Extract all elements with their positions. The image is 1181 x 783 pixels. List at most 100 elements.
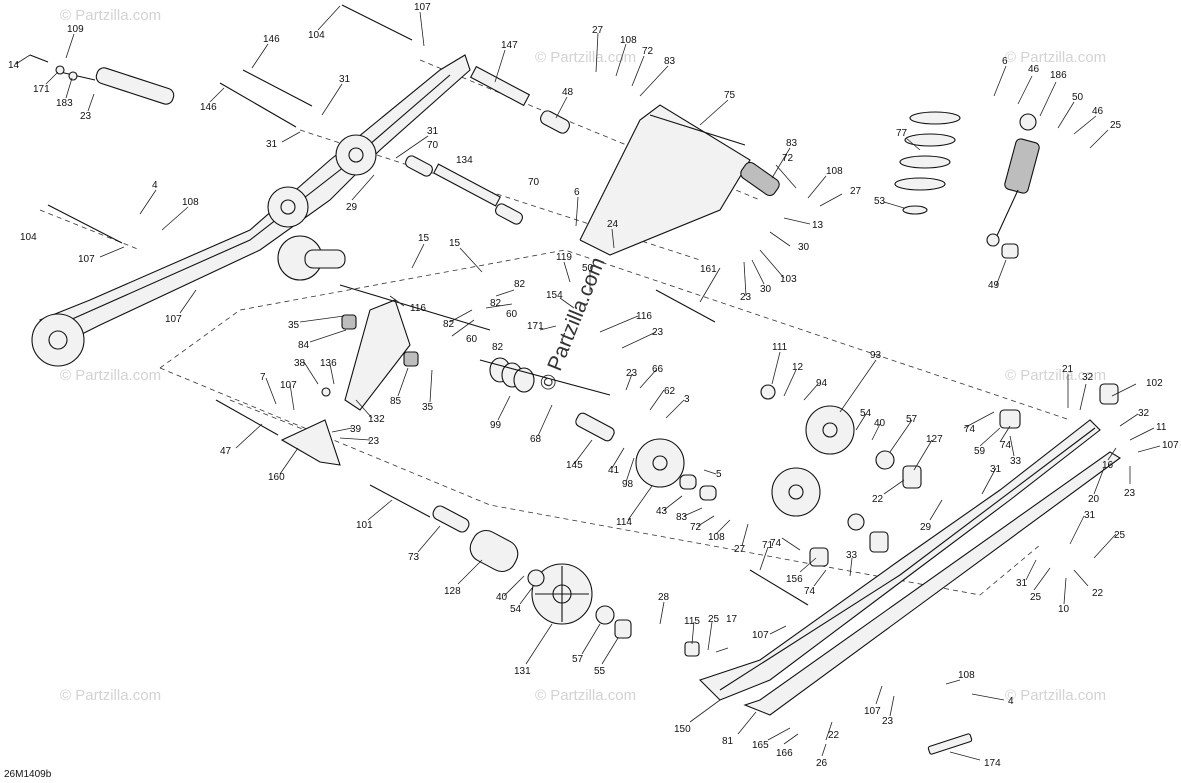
callout-41: 41 (608, 465, 620, 476)
callout-108: 108 (182, 197, 199, 208)
callout-171: 171 (33, 84, 50, 95)
callout-43: 43 (656, 506, 668, 517)
callout-107: 107 (1162, 440, 1179, 451)
callout-31: 31 (1016, 578, 1028, 589)
callout-107: 107 (78, 254, 95, 265)
callout-83: 83 (786, 138, 798, 149)
shaft-101 (369, 484, 431, 518)
callout-35: 35 (422, 402, 434, 413)
callout-116: 116 (410, 303, 426, 314)
callout-35: 35 (288, 320, 300, 331)
idler-wheel-131 (531, 563, 593, 625)
callout-107: 107 (414, 2, 431, 13)
callout-136: 136 (320, 358, 337, 369)
callout-labels: 109 14 171 183 23 107 104 146 146 31 31 … (8, 2, 1179, 769)
guide-127 (902, 465, 922, 489)
block-55 (614, 619, 632, 639)
callout-57: 57 (906, 414, 918, 425)
callout-10: 10 (1058, 604, 1070, 615)
callout-145: 145 (566, 460, 583, 471)
callout-38: 38 (294, 358, 306, 369)
callout-171: 171 (527, 321, 544, 332)
callout-3: 3 (684, 394, 690, 405)
rear-arm-132 (321, 284, 491, 411)
callout-82: 82 (492, 342, 504, 353)
front-arm-75 (579, 104, 780, 256)
callout-25: 25 (1110, 120, 1122, 131)
callout-99: 99 (490, 420, 502, 431)
bumper-59 (999, 409, 1021, 429)
watermark: © Partzilla.com (1005, 687, 1106, 704)
callout-46: 46 (1092, 106, 1104, 117)
callout-81: 81 (722, 736, 734, 747)
watermark: © Partzilla.com (1005, 367, 1106, 384)
callout-85: 85 (390, 396, 402, 407)
callout-16: 16 (1102, 460, 1114, 471)
callout-107: 107 (752, 630, 769, 641)
callout-103: 103 (780, 274, 797, 285)
callout-104: 104 (20, 232, 37, 243)
callout-22: 22 (872, 494, 884, 505)
bearing-54 (527, 569, 545, 587)
callout-108: 108 (708, 532, 725, 543)
callout-73: 73 (408, 552, 420, 563)
callout-83: 83 (664, 56, 676, 67)
callout-33: 33 (1010, 456, 1022, 467)
idler-wheel-93 (805, 405, 855, 455)
rod-146 (242, 69, 313, 107)
callout-31: 31 (266, 139, 278, 150)
stopper-156 (809, 547, 829, 567)
rod-104 (47, 204, 123, 244)
callout-72: 72 (690, 522, 702, 533)
slider-cap-102 (1099, 383, 1119, 405)
callout-23: 23 (740, 292, 752, 303)
callout-39: 39 (350, 424, 362, 435)
callout-25: 25 (1030, 592, 1042, 603)
watermark-center: © Partzilla.com (535, 254, 609, 394)
bushing-70 (405, 155, 433, 177)
callout-146: 146 (263, 34, 280, 45)
callout-74: 74 (1000, 440, 1012, 451)
callout-47: 47 (220, 446, 232, 457)
callout-6: 6 (574, 187, 580, 198)
watermark: © Partzilla.com (60, 687, 161, 704)
label-174 (927, 733, 973, 755)
callout-75: 75 (724, 90, 736, 101)
bushing-48 (540, 110, 570, 134)
callout-5: 5 (716, 469, 722, 480)
callout-29: 29 (346, 202, 358, 213)
callout-94: 94 (816, 378, 828, 389)
callout-104: 104 (308, 30, 325, 41)
callout-70: 70 (427, 140, 439, 151)
callout-72: 72 (782, 153, 794, 164)
callout-22: 22 (828, 730, 840, 741)
callout-27: 27 (850, 186, 862, 197)
callout-50: 50 (582, 263, 594, 274)
callout-4: 4 (1008, 696, 1014, 707)
bushing-73 (432, 505, 470, 533)
callout-82: 82 (514, 279, 526, 290)
callout-161: 161 (700, 264, 717, 275)
washer-111 (760, 384, 776, 400)
bushing-145 (575, 412, 615, 442)
callout-17: 17 (726, 614, 738, 625)
callout-131: 131 (514, 666, 531, 677)
callout-49: 49 (988, 280, 1000, 291)
shaft-161 (655, 289, 716, 323)
callout-160: 160 (268, 472, 285, 483)
callout-23: 23 (652, 327, 664, 338)
callout-25: 25 (708, 614, 720, 625)
spacer-128 (469, 529, 519, 573)
watermark: © Partzilla.com (60, 367, 161, 384)
front-shock-186 (986, 113, 1040, 259)
left-rail-assembly (31, 54, 471, 367)
callout-30: 30 (798, 242, 810, 253)
bracket-115 (684, 641, 700, 657)
watermark: © Partzilla.com (535, 687, 636, 704)
callout-55: 55 (594, 666, 606, 677)
callout-74: 74 (964, 424, 976, 435)
callout-57: 57 (572, 654, 584, 665)
callout-22: 22 (1092, 588, 1104, 599)
idler-wheel-lower (771, 467, 821, 517)
callout-28: 28 (658, 592, 670, 603)
